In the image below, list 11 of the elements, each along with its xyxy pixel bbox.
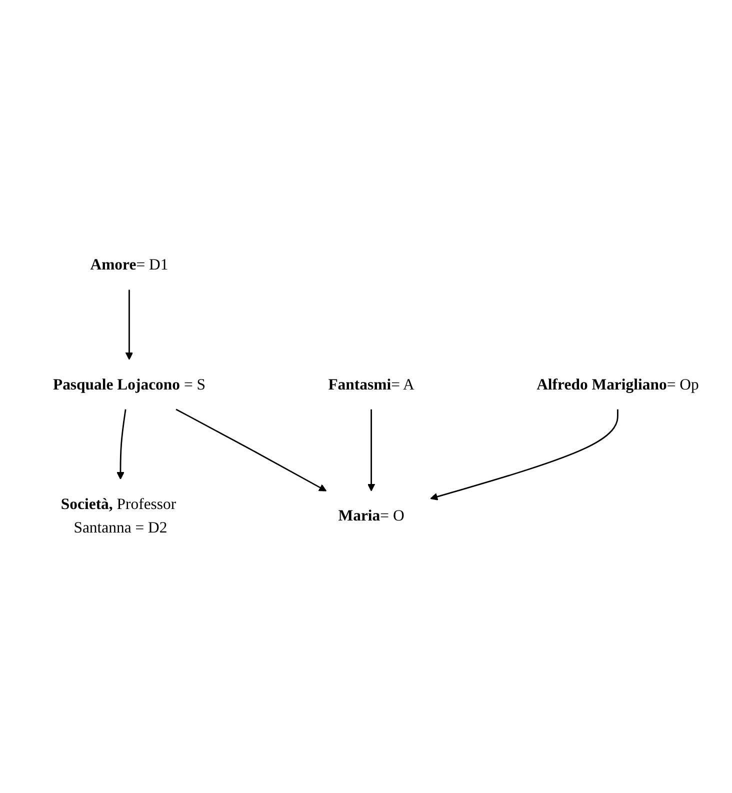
arrow bbox=[367, 410, 376, 492]
node-text: Amore= D1 bbox=[90, 256, 168, 274]
arrow bbox=[430, 410, 618, 501]
arrow bbox=[116, 410, 126, 480]
arrow bbox=[176, 408, 327, 492]
node-text: Società, Professor Santanna = D2 bbox=[60, 495, 176, 536]
node-text: Pasquale Lojacono = S bbox=[52, 376, 206, 394]
node-text: Maria= O bbox=[338, 506, 404, 524]
node-text: Fantasmi= A bbox=[328, 376, 414, 394]
arrow bbox=[125, 290, 134, 360]
node-text: Alfredo Marigliano= Op bbox=[536, 376, 699, 394]
